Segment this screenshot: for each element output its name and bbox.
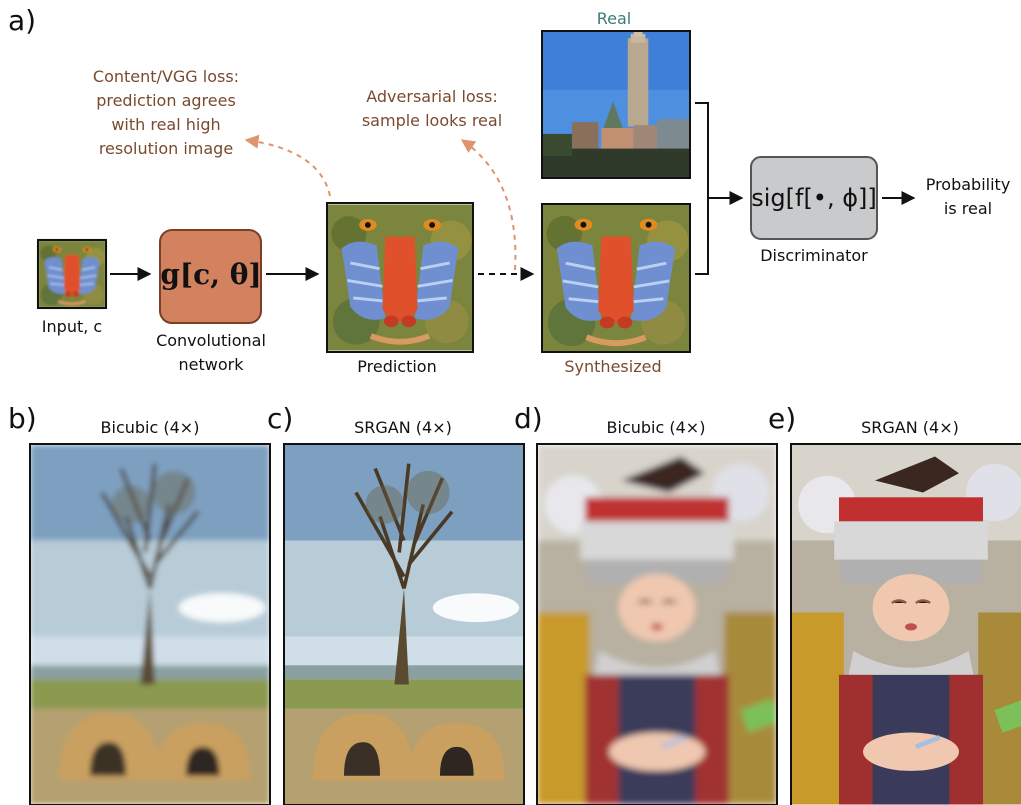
panel-c-image [284, 444, 524, 805]
input-label: Input, c [42, 317, 102, 336]
content-loss-line-2: prediction agrees [96, 91, 236, 110]
discriminator-formula: sig[f[•, ϕ]] [751, 184, 877, 212]
panel-b-image [30, 444, 270, 805]
discriminator-box [750, 156, 878, 240]
synthesized-label: Synthesized [564, 357, 661, 376]
panel-a-label: a) [8, 4, 36, 37]
adversarial-loss-line-1: Adversarial loss: [366, 87, 498, 106]
prediction-label: Prediction [357, 357, 436, 376]
panel-c-title: SRGAN (4×) [354, 418, 452, 437]
panel-d-title: Bicubic (4×) [607, 418, 706, 437]
prediction-image [326, 202, 474, 353]
panel-b-label: b) [8, 402, 37, 435]
adversarial-loss-line-2: sample looks real [362, 111, 502, 130]
conv-network-label-2: network [179, 355, 245, 374]
panel-c-frame [283, 443, 525, 805]
real-label: Real [597, 9, 632, 28]
real-image [541, 30, 691, 179]
panel-c-label: c) [267, 402, 293, 435]
panel-d-frame [536, 443, 778, 805]
panel-b-title: Bicubic (4×) [101, 418, 200, 437]
content-loss-line-1: Content/VGG loss: [93, 67, 239, 86]
content-loss-annotation: Content/VGG loss: prediction agrees with… [93, 67, 239, 158]
panel-e-title: SRGAN (4×) [861, 418, 959, 437]
content-loss-line-4: resolution image [99, 139, 233, 158]
conv-network-label-1: Convolutional [156, 331, 266, 350]
probability-label-1: Probability [926, 175, 1011, 194]
panel-e-image [791, 445, 1021, 805]
panel-d-image [537, 445, 780, 805]
panel-e-label: e) [768, 402, 796, 435]
synthesized-image [541, 203, 691, 353]
input-image [37, 239, 107, 309]
adversarial-loss-arrow [460, 139, 517, 271]
discriminator-label: Discriminator [760, 246, 868, 265]
merge-bracket [695, 102, 709, 275]
content-loss-arrow [244, 134, 331, 197]
panel-b-frame [29, 443, 271, 805]
panel-d-label: d) [514, 402, 543, 435]
generator-box [159, 229, 262, 324]
generator-formula: g[c, θ] [160, 258, 261, 291]
probability-label-2: is real [944, 199, 992, 218]
panel-e-frame [790, 443, 1021, 805]
content-loss-line-3: with real high [111, 115, 220, 134]
adversarial-loss-annotation: Adversarial loss: sample looks real [362, 87, 502, 130]
